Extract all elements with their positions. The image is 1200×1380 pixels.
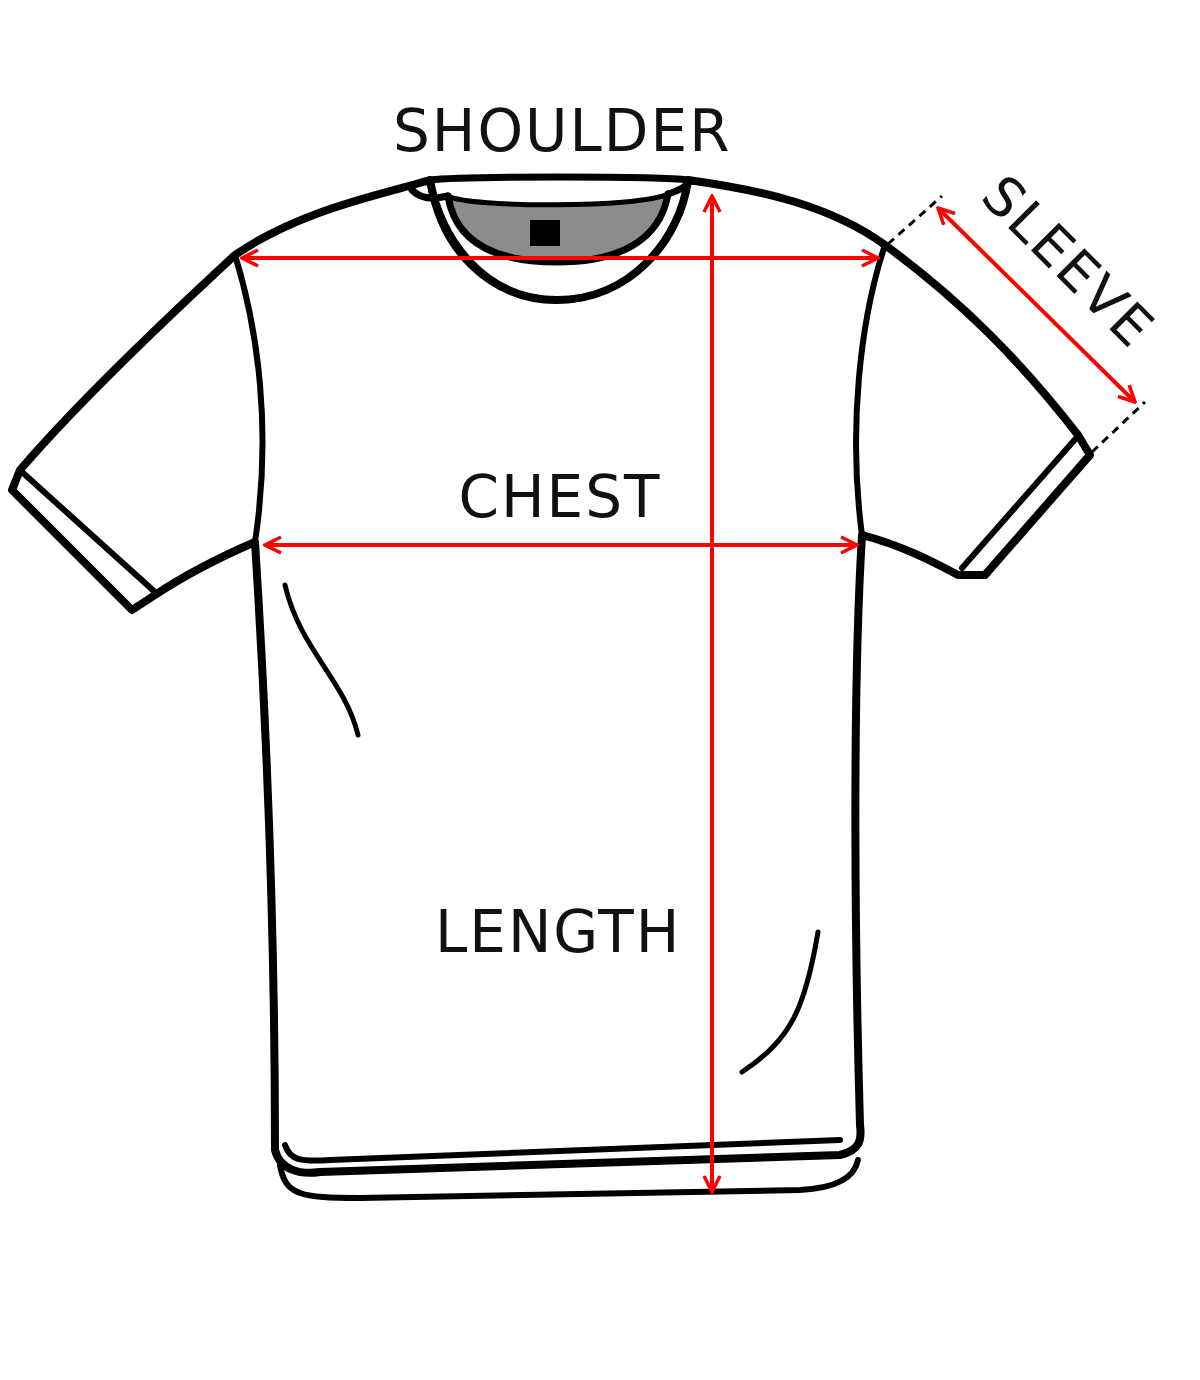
shoulder-arrow xyxy=(242,256,878,260)
shirt-outline xyxy=(12,180,1090,1173)
extension-line xyxy=(1092,402,1145,452)
measurement-label: LENGTH xyxy=(435,903,681,961)
length-arrow xyxy=(710,196,714,1192)
neck-tag xyxy=(530,220,560,246)
collar xyxy=(412,177,688,300)
measurement-label: SHOULDER xyxy=(393,102,731,160)
measurement-label: SLEEVE xyxy=(972,167,1163,358)
hem xyxy=(285,1140,840,1161)
right-seam xyxy=(856,245,885,535)
chest-arrow xyxy=(265,543,857,547)
extension-line xyxy=(888,196,942,244)
left-seam xyxy=(235,255,263,542)
fold-line xyxy=(742,932,818,1072)
fold-line xyxy=(285,585,358,735)
hem-bottom xyxy=(280,1160,858,1198)
neck-inner xyxy=(448,194,668,262)
measurement-label: CHEST xyxy=(459,468,662,526)
right-cuff xyxy=(962,436,1078,568)
left-cuff xyxy=(22,472,155,592)
collar-inner-edge xyxy=(448,194,668,262)
